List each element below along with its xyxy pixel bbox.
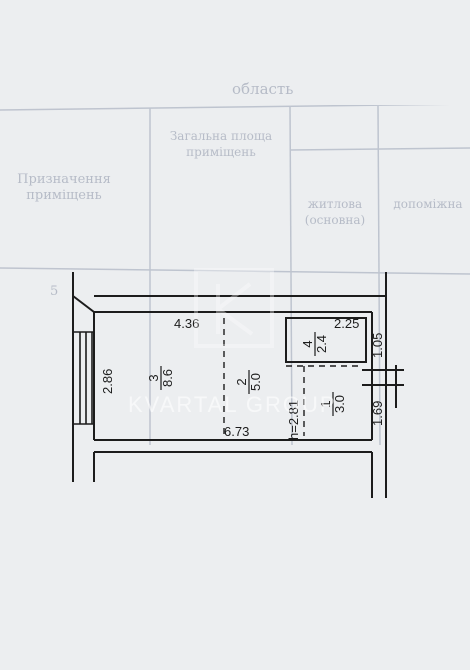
watermark-text: KVARTAL GROUP (128, 392, 337, 417)
form-header-text: область (232, 80, 294, 98)
form-col-main: житлова (основна) (304, 197, 366, 227)
balcony-hatching (74, 331, 94, 425)
form-col-aux: допоміжна (393, 197, 463, 211)
room-label-2: 2 5.0 (234, 370, 263, 394)
dim-top-left: 4.36 (174, 316, 199, 331)
dim-left: 2.86 (100, 369, 115, 394)
room-number: 1 (318, 400, 333, 407)
room-number: 2 (234, 378, 249, 385)
dim-right-lower: 1.69 (370, 401, 385, 426)
form-row-label: Призначення приміщень (17, 172, 111, 203)
room-area: 3.0 (332, 395, 347, 413)
form-row-number: 5 (50, 284, 59, 299)
watermark-logo (194, 268, 274, 348)
dim-bottom: 6.73 (224, 424, 249, 439)
room-label-4: 4 2.4 (300, 332, 329, 356)
room-area: 8.6 (160, 369, 175, 387)
form-table-grid (0, 105, 470, 445)
room-number: 4 (300, 340, 315, 347)
plan-walls (72, 272, 404, 498)
dim-top-right: 2.25 (334, 316, 359, 331)
dashed-partitions (223, 318, 360, 436)
room-area: 2.4 (314, 335, 329, 353)
room-label-1: 1 3.0 (318, 392, 347, 416)
room-label-3: 3 8.6 (146, 366, 175, 390)
form-col-header-area: Загальна площа приміщень (169, 129, 273, 159)
ceiling-height-label: h=2.81 (286, 400, 301, 440)
dim-right-small: 1.05 (370, 333, 385, 358)
room-area: 5.0 (248, 373, 263, 391)
room-number: 3 (146, 374, 161, 381)
